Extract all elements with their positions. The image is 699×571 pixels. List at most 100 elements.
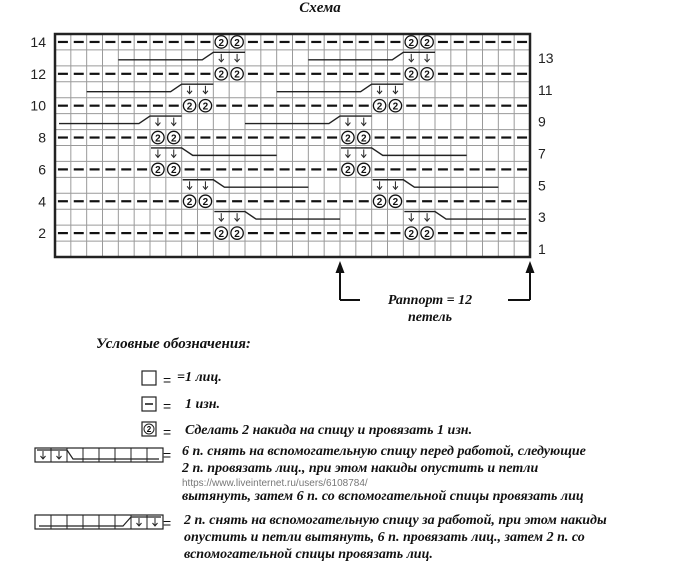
yarn-over-symbol xyxy=(356,162,371,177)
legend-equals-1: = xyxy=(163,372,172,388)
cable-line-right xyxy=(214,210,340,220)
drop-arrow-icon xyxy=(218,213,225,222)
yarn-over-symbol xyxy=(420,226,434,240)
cable-line-right xyxy=(151,147,277,157)
yarn-over-symbol xyxy=(388,194,403,209)
rapport-arrows xyxy=(335,261,535,301)
rapport-label-line2: петель xyxy=(408,310,452,325)
arrow-head xyxy=(40,455,46,460)
cable-line-left xyxy=(118,51,245,61)
yarn-over-number: 2 xyxy=(171,133,177,144)
drop-arrow-icon xyxy=(376,181,383,191)
arrow-head xyxy=(152,522,158,527)
yarn-over-symbol xyxy=(372,194,387,209)
drop-arrow-icon xyxy=(186,181,193,191)
drop-arrow-icon xyxy=(40,451,46,460)
yarn-over-symbol xyxy=(198,194,213,209)
row-label-left: 8 xyxy=(38,130,46,146)
yarn-over-number: 2 xyxy=(361,133,367,144)
drop-arrow-icon xyxy=(136,518,142,527)
yarn-over-number: 2 xyxy=(408,70,414,81)
cable-line-right xyxy=(182,179,309,188)
yarn-over-number: 2 xyxy=(234,229,240,240)
arrow-head xyxy=(360,122,367,127)
row-label-right: 13 xyxy=(538,50,554,66)
yarn-over-number: 2 xyxy=(171,165,177,176)
legend-text-yo: Сделать 2 накида на спицу и провязать 1 … xyxy=(185,423,473,438)
drop-arrow-icon xyxy=(424,213,430,222)
rapport-arrow-head xyxy=(335,261,345,273)
legend-line: опустить и петли вытянуть, 6 п. провязат… xyxy=(184,530,585,545)
legend-yo-number: 2 xyxy=(147,425,152,434)
chart-grid xyxy=(53,32,532,259)
yarn-over-symbol xyxy=(404,226,419,240)
arrow-head xyxy=(234,217,240,222)
drop-arrow-icon xyxy=(345,149,351,159)
drop-arrow-icon xyxy=(424,53,430,63)
arrow-head xyxy=(424,58,430,63)
yarn-over-number: 2 xyxy=(155,133,161,144)
yarn-over-number: 2 xyxy=(408,229,414,240)
yarn-over-number: 2 xyxy=(203,101,209,112)
yarn-over-symbol xyxy=(404,66,419,81)
arrow-head xyxy=(170,122,177,127)
legend-line: 2 п. снять на вспомогательную спицу за р… xyxy=(184,513,607,528)
arrow-head xyxy=(218,58,225,63)
yarn-over-symbol xyxy=(388,98,403,113)
arrow-head xyxy=(56,455,62,460)
legend-cable-back-icon xyxy=(34,514,164,530)
cable-line-left xyxy=(276,83,404,93)
drop-arrow-icon xyxy=(155,117,161,127)
yarn-over-symbol xyxy=(356,130,371,145)
row-label-left: 12 xyxy=(30,66,46,82)
yarn-over-number: 2 xyxy=(234,70,240,81)
drop-arrow-icon xyxy=(186,85,193,95)
yarn-over-number: 2 xyxy=(377,101,383,112)
drop-arrow-icon xyxy=(345,117,351,127)
yarn-over-number: 2 xyxy=(345,133,351,144)
row-label-right: 11 xyxy=(538,82,553,98)
drop-arrow-icon xyxy=(408,213,415,222)
yarn-over-symbol xyxy=(420,35,434,49)
legend-equals-2: = xyxy=(163,398,172,414)
cable-line-left xyxy=(245,115,372,125)
arrow-head xyxy=(155,122,161,127)
yarn-over-number: 2 xyxy=(155,165,161,176)
yarn-over-number: 2 xyxy=(218,229,224,240)
drop-arrow-icon xyxy=(408,53,415,63)
yarn-over-number: 2 xyxy=(218,70,224,81)
cable-line-right xyxy=(341,147,467,157)
row-label-right: 9 xyxy=(538,114,546,130)
row-label-left: 14 xyxy=(30,34,46,50)
legend-equals-5: = xyxy=(163,515,172,531)
yarn-over-number: 2 xyxy=(203,197,209,208)
arrow-head xyxy=(360,154,367,159)
arrow-head xyxy=(202,90,209,95)
yarn-over-symbol xyxy=(404,35,419,49)
yarn-over-symbol xyxy=(198,98,213,113)
arrow-head xyxy=(376,186,383,191)
arrow-head xyxy=(155,154,161,159)
drop-arrow-icon xyxy=(234,213,240,222)
legend-line-cable-front-1: 6 п. снять на вспомогательную спицу пере… xyxy=(182,444,586,459)
yarn-over-symbol xyxy=(420,66,434,81)
yarn-over-symbol xyxy=(372,98,387,113)
yarn-over-number: 2 xyxy=(424,38,430,49)
legend-knit-cell-icon xyxy=(141,370,157,386)
rapport-arrow-head xyxy=(525,261,535,273)
yarn-over-number: 2 xyxy=(424,70,430,81)
legend-cable-line xyxy=(39,516,161,527)
yarn-over-symbol xyxy=(230,66,244,81)
drop-arrow-icon xyxy=(360,117,367,127)
legend-symbols: 2 xyxy=(34,370,164,530)
drop-arrow-icon xyxy=(56,451,62,460)
arrow-head xyxy=(136,522,142,527)
cable-line-right xyxy=(372,179,499,188)
row-label-left: 2 xyxy=(38,225,46,241)
row-label-left: 6 xyxy=(38,161,46,177)
drop-arrow-icon xyxy=(218,53,225,63)
legend-cable-front-icon xyxy=(34,447,164,463)
yarn-over-number: 2 xyxy=(408,38,414,49)
legend-line: вспомогательной спицы провязать лиц. xyxy=(184,547,433,562)
